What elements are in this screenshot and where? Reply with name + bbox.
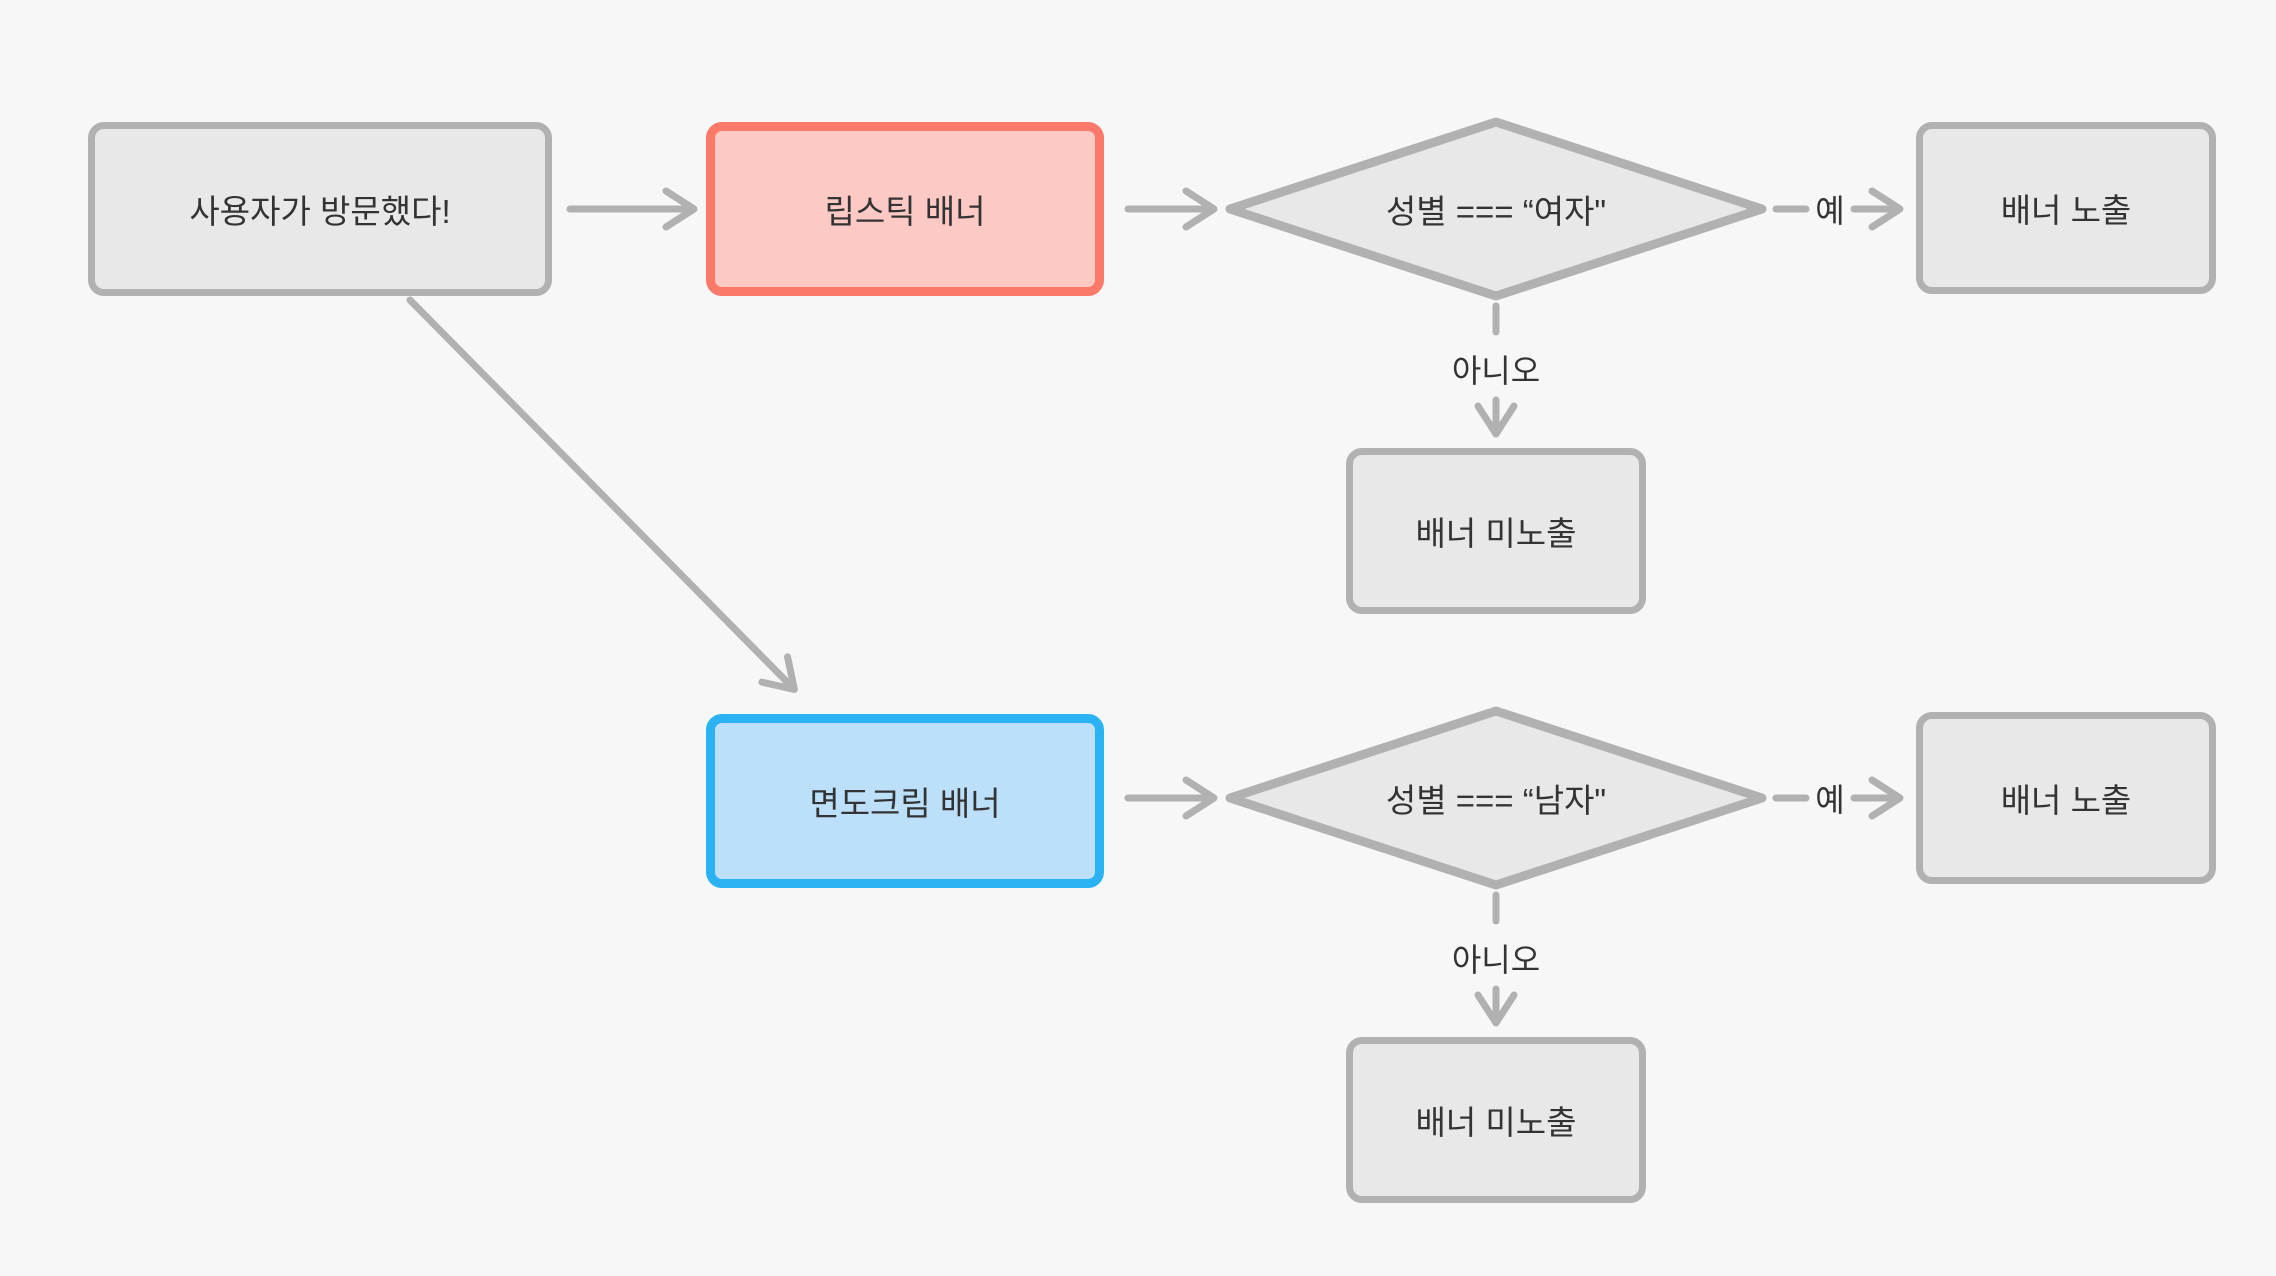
diamond-gender-male <box>1225 706 1767 890</box>
node-shaving-banner: 면도크림 배너 <box>706 714 1104 888</box>
node-banner-hidden-bottom: 배너 미노출 <box>1346 1037 1646 1203</box>
diamond-gender-female <box>1225 117 1767 301</box>
node-banner-shown-top: 배너 노출 <box>1916 122 2216 294</box>
edge-label-yes-top: 예 <box>1815 193 1845 229</box>
node-lipstick-banner: 립스틱 배너 <box>706 122 1104 296</box>
node-start: 사용자가 방문했다! <box>88 122 552 296</box>
node-banner-hidden-top: 배너 미노출 <box>1346 448 1646 614</box>
node-banner-shown-bottom: 배너 노출 <box>1916 712 2216 884</box>
edge-label-no-top: 아니오 <box>1451 353 1541 389</box>
edge-start-to-shaving <box>406 296 798 693</box>
edge-label-yes-bottom: 예 <box>1815 782 1845 818</box>
edge-label-no-bottom: 아니오 <box>1451 942 1541 978</box>
